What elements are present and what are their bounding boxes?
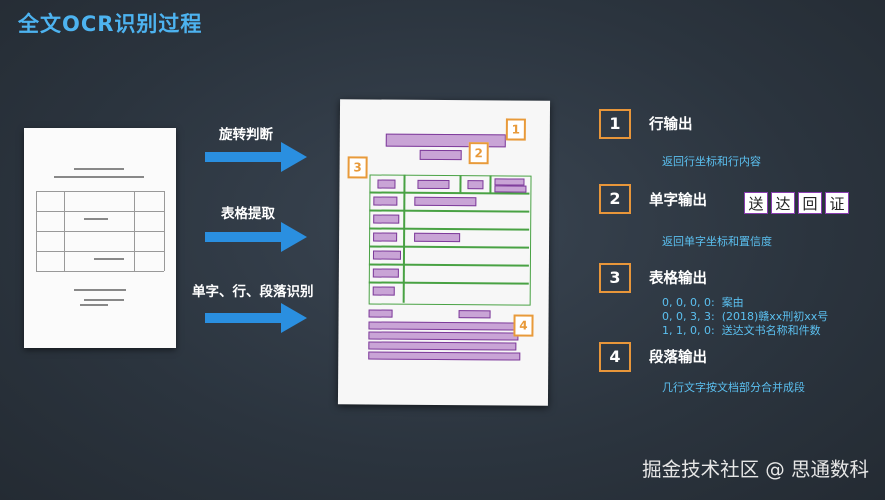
badge-4: 4: [513, 314, 534, 337]
char-samples: 送 达 回 证: [744, 192, 849, 214]
output-title-line: 行输出: [649, 117, 693, 133]
output-number: 3: [599, 263, 631, 293]
table-output-row: 0, 0, 3, 3: (2018)赣xx刑初xx号: [662, 308, 828, 324]
arrow-icon: [205, 303, 307, 333]
output-desc-char: 返回单字坐标和置信度: [662, 235, 772, 248]
output-desc-paragraph: 几行文字按文档部分合并成段: [662, 381, 805, 394]
char-sample: 达: [771, 192, 795, 214]
table-cell-text: 送达文书名称和件数: [721, 324, 821, 337]
step-label-rotate: 旋转判断: [219, 127, 273, 143]
output-title-table: 表格输出: [649, 271, 707, 287]
badge-3: 3: [347, 156, 368, 179]
table-cell-text: 案由: [721, 296, 744, 309]
processed-document: 1 2 3 4: [337, 99, 551, 406]
table-cell-index: 0, 0, 3, 3:: [662, 310, 715, 323]
step-label-table: 表格提取: [221, 206, 275, 222]
output-number: 4: [599, 342, 631, 372]
table-cell-index: 0, 0, 0, 0:: [662, 296, 715, 309]
source-document: [24, 128, 176, 348]
arrow-icon: [205, 142, 307, 172]
output-desc-line: 返回行坐标和行内容: [662, 155, 761, 168]
table-cell-text: (2018)赣xx刑初xx号: [721, 310, 829, 323]
output-title-paragraph: 段落输出: [649, 350, 707, 366]
step-label-recognize: 单字、行、段落识别: [192, 284, 314, 300]
table-output-row: 0, 0, 0, 0: 案由: [662, 294, 744, 310]
arrow-icon: [205, 222, 307, 252]
watermark: 掘金技术社区 @ 思通数科: [642, 458, 869, 481]
page-title: 全文OCR识别过程: [18, 12, 203, 36]
char-sample: 回: [798, 192, 822, 214]
output-number: 2: [599, 184, 631, 214]
output-title-char: 单字输出: [649, 193, 707, 209]
badge-2: 2: [468, 142, 489, 165]
table-cell-index: 1, 1, 0, 0:: [662, 324, 715, 337]
char-sample: 证: [825, 192, 849, 214]
badge-1: 1: [505, 118, 526, 141]
char-sample: 送: [744, 192, 768, 214]
output-number: 1: [599, 109, 631, 139]
table-output-row: 1, 1, 0, 0: 送达文书名称和件数: [662, 322, 821, 338]
